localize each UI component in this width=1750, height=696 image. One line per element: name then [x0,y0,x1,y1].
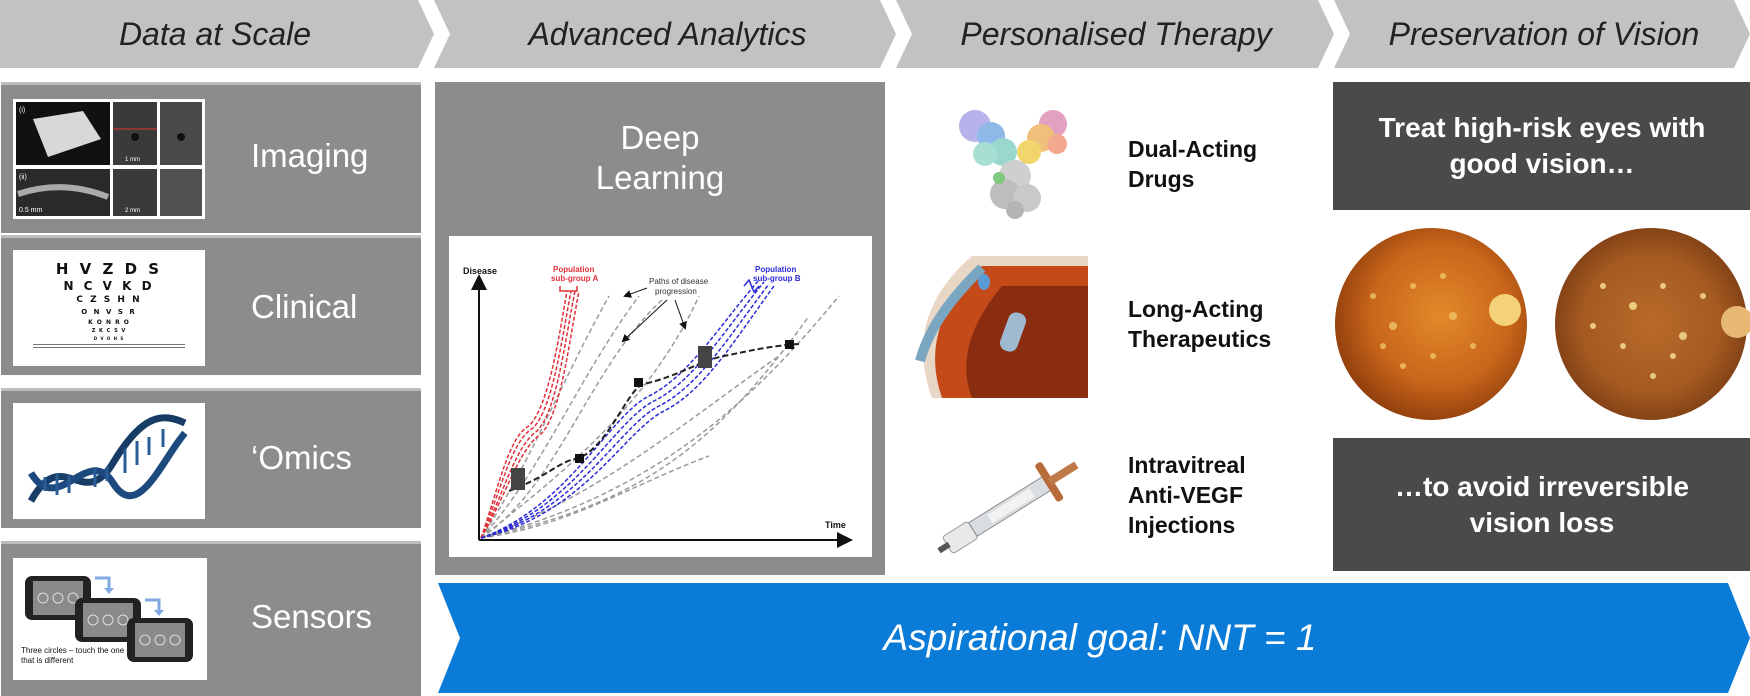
therapy-1-line2: Drugs [1128,166,1195,192]
data-source-sensors: Three circles – touch the one that is di… [1,541,421,696]
avoid-vision-loss-box: …to avoid irreversible vision loss [1333,438,1750,571]
oct-scan-image: (i) (ii) 0.5 mm 1 mm 2 mm [13,99,205,219]
therapy-2-line1: Long-Acting [1128,296,1264,322]
x-axis-label: Time [825,520,846,530]
eye-chart-image: H V Z D S N C V K D C Z S H N O N V S R … [13,250,205,366]
deep-learning-line1: Deep [620,119,700,156]
patient-marker-2 [575,454,584,463]
oct-label-i: (i) [19,107,25,114]
paths-label-2: progression [655,287,697,296]
clinical-label: Clinical [251,288,358,325]
eye-chart-row-3: C Z S H N [76,295,142,305]
patient-marker-4 [698,346,712,368]
therapy-long-acting: Long-Acting Therapeutics [1128,294,1271,354]
goal-banner-shape [438,583,1750,693]
goal-banner-text: Aspirational goal: NNT = 1 [883,617,1317,658]
eye-chart-row-2: N C V K D [63,279,155,293]
mean-path [508,343,800,492]
eye-chart-row-4: O N V S R [81,308,137,316]
group-b-bracket [743,278,760,294]
y-axis-label: Disease [463,266,497,276]
patient-marker-1 [511,468,525,490]
step-advanced-analytics: Advanced Analytics [528,15,807,52]
sensors-caption: Three circles – touch the one that is di… [21,646,125,665]
therapy-dual-acting: Dual-Acting Drugs [1128,134,1257,194]
avoid-line1: …to avoid irreversible [1394,470,1690,502]
eye-implant-image [912,256,1088,398]
oct-label-1mm: 1 mm [125,157,140,163]
omics-label: ‘Omics [251,439,352,476]
chevron-shape-2 [434,0,896,68]
eye-chart-row-6: Z K C S V [91,328,127,334]
group-a-label-1: Population [553,265,594,274]
eye-chart-row-1: H V Z D S [55,260,163,278]
chevron-shape-4 [1334,0,1750,68]
gray-paths [480,295,840,539]
group-a-bracket [559,286,578,292]
deep-learning-line2: Learning [595,159,725,196]
chevron-shape-3 [896,0,1334,68]
syringe-image [925,446,1095,562]
oct-label-ii: (ii) [19,174,27,181]
oct-label-2mm: 2 mm [125,208,140,214]
treat-line2: good vision… [1449,148,1635,179]
paths-arrow-1 [623,287,648,298]
fundus-photo-left [1335,228,1527,420]
oct-label-scale: 0.5 mm [19,207,43,214]
group-a-label-2: sub-group A [551,274,598,283]
therapy-1-line1: Dual-Acting [1128,136,1258,162]
analytics-panel: Deep Learning Disease Time [435,82,885,575]
header-chevrons [0,0,1750,68]
therapy-2-line2: Therapeutics [1128,326,1272,352]
step-personalised-therapy: Personalised Therapy [960,15,1272,52]
paths-label-1: Paths of disease [649,277,709,286]
therapy-3-line3: Injections [1128,512,1236,538]
disease-progression-plot: Disease Time [449,236,872,557]
blue-paths [480,279,775,539]
therapy-3-line1: Intravitreal [1128,452,1246,478]
dna-helix-icon [13,403,205,519]
therapy-3-line2: Anti-VEGF [1128,482,1243,508]
eye-chart-row-5: K O N R O [88,319,130,326]
group-b-label-2: sub-group B [753,274,801,283]
red-paths [480,290,580,539]
antibody-molecule-image [945,100,1085,220]
eye-chart-row-7: D V O H S [93,336,125,341]
progression-svg: Disease Time [463,265,853,548]
patient-marker-3 [634,378,643,387]
patient-marker-5 [785,340,794,349]
treat-high-risk-box: Treat high-risk eyes with good vision… [1333,82,1750,210]
avoid-line2: vision loss [1469,506,1615,538]
data-source-clinical: H V Z D S N C V K D C Z S H N O N V S R … [1,235,421,375]
fundus-photo-right [1555,228,1750,420]
therapy-anti-vegf: Intravitreal Anti-VEGF Injections [1128,450,1246,540]
paths-arrow-2 [621,299,668,343]
fundus-images [1335,228,1750,420]
step-data-at-scale: Data at Scale [118,15,312,52]
chevron-shape-1 [0,0,434,68]
data-source-imaging: (i) (ii) 0.5 mm 1 mm 2 mm Imaging [1,82,421,233]
treat-line1: Treat high-risk eyes with [1378,112,1706,143]
smartphone-test-image: Three circles – touch the one that is di… [13,558,207,680]
sensors-label: Sensors [251,598,373,635]
imaging-label: Imaging [251,137,369,174]
step-preservation-of-vision: Preservation of Vision [1388,15,1700,52]
paths-arrow-3 [674,299,687,330]
data-source-omics: ‘Omics [1,388,421,528]
group-b-label-1: Population [755,265,796,274]
